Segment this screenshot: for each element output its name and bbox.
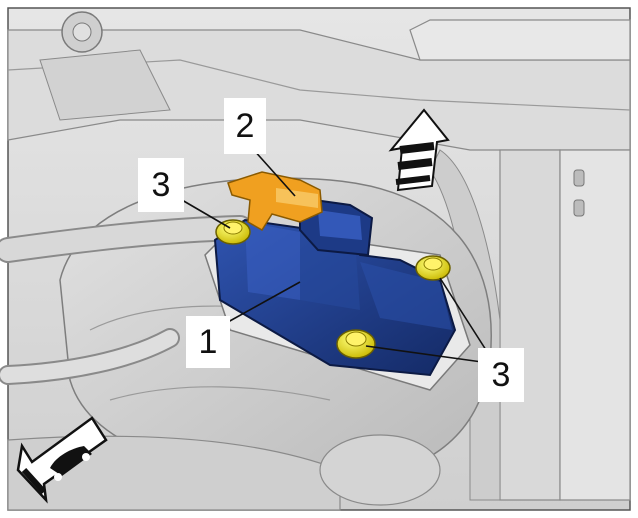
bolt-right	[415, 255, 451, 281]
wiring-connector	[227, 171, 323, 232]
coolant-hose	[0, 217, 251, 261]
callout-2: 2	[224, 98, 266, 154]
bolt-lower	[336, 329, 376, 359]
side-member	[499, 149, 561, 501]
callout-3-right: 3	[478, 348, 524, 402]
lower-hose	[0, 330, 178, 383]
arrow-up-icon	[388, 108, 450, 192]
car-arrow-icon	[16, 416, 108, 504]
bolt-upper-left	[215, 219, 251, 245]
callout-3-left: 3	[138, 158, 184, 212]
leader-lines	[181, 147, 487, 363]
callout-1: 1	[186, 316, 230, 368]
